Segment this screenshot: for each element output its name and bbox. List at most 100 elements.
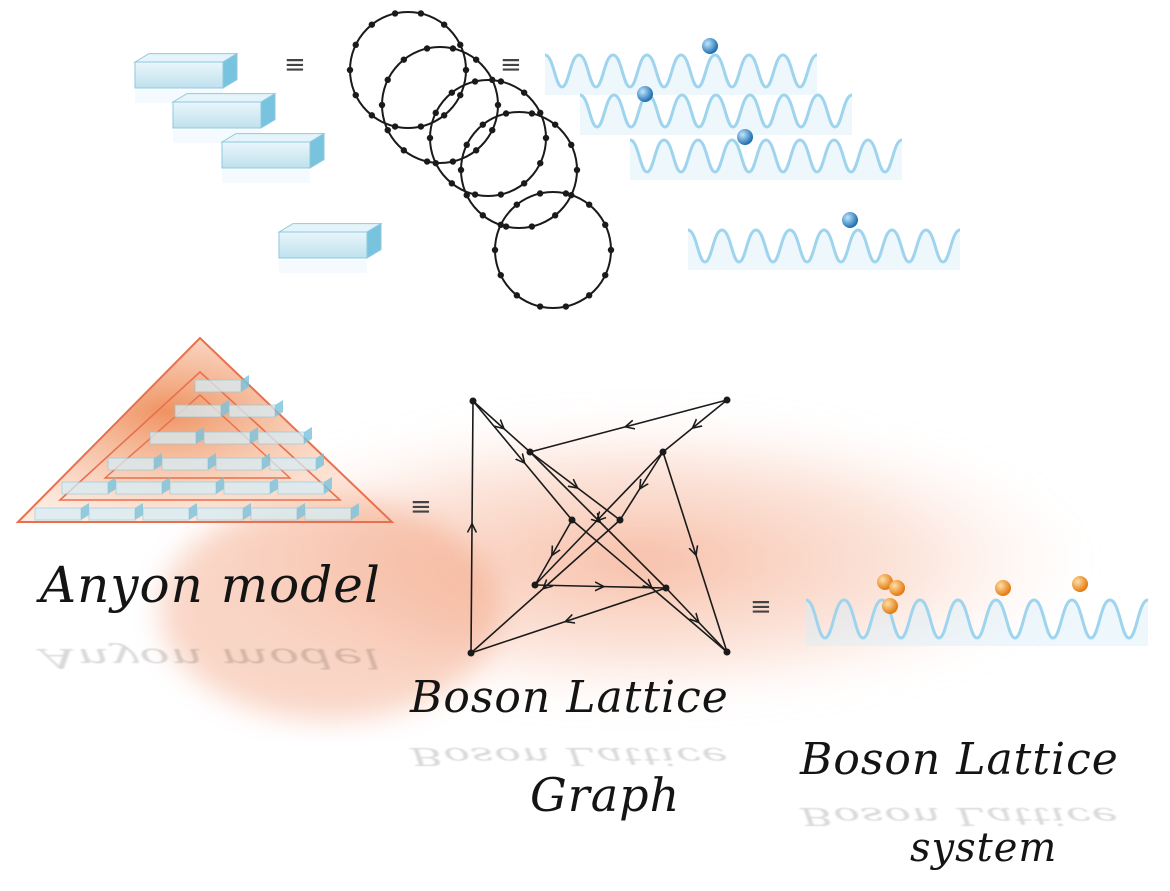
tri-block [116, 482, 162, 494]
graph-node [617, 517, 624, 524]
anyon-model-label-reflection: Anyon model [40, 645, 381, 673]
ice-block-4 [279, 224, 381, 273]
tri-block [204, 432, 250, 444]
loop-site [473, 56, 479, 62]
block-front [173, 102, 261, 128]
ice-block-stack [135, 54, 381, 273]
tri-block [162, 458, 208, 470]
tri-block [216, 458, 262, 470]
boson-loop-1 [347, 10, 469, 129]
tri-block [270, 458, 316, 470]
blue-boson [737, 129, 753, 145]
loop-site [464, 192, 470, 198]
tri-block [62, 482, 108, 494]
loop-site [574, 167, 580, 173]
loop-site [552, 121, 558, 127]
block-top [135, 54, 237, 62]
loop-site [489, 127, 495, 133]
loop-site [521, 180, 527, 186]
loop-site [514, 292, 520, 298]
loop-site [433, 110, 439, 116]
loop-site [385, 127, 391, 133]
block-top [222, 134, 324, 142]
loop-site [529, 223, 535, 229]
loop-site [563, 190, 569, 196]
block-reflection [222, 170, 310, 183]
tri-block [258, 432, 304, 444]
loop-site [543, 135, 549, 141]
loop-site [552, 212, 558, 218]
boson-lattice-graph-label-line2: Graph [530, 772, 680, 818]
graph-node [724, 397, 731, 404]
loop-site [586, 292, 592, 298]
equiv-symbol-bottom-2: ≡ [750, 594, 772, 620]
blue-boson [637, 86, 653, 102]
tri-block [35, 508, 81, 520]
loop-ring [495, 192, 611, 308]
loop-site [563, 303, 569, 309]
loop-site [458, 167, 464, 173]
anyon-triangle [18, 338, 392, 522]
loop-site [537, 190, 543, 196]
graph-node [660, 449, 667, 456]
tri-block-side [275, 400, 283, 417]
anyon-model-label: Anyon model [40, 560, 381, 610]
tri-block [197, 508, 243, 520]
graph-node [532, 582, 539, 589]
graph-node [470, 398, 477, 405]
well-row-4 [688, 212, 960, 270]
tri-block [229, 405, 275, 417]
loop-site [427, 135, 433, 141]
loop-site [401, 56, 407, 62]
loop-site [537, 160, 543, 166]
potential-well-rows [545, 38, 960, 270]
tri-block [143, 508, 189, 520]
loop-site [514, 201, 520, 207]
tri-block [108, 458, 154, 470]
loop-site [492, 247, 498, 253]
block-reflection [279, 260, 367, 273]
loop-site [424, 45, 430, 51]
tri-block [89, 508, 135, 520]
loop-site [463, 67, 469, 73]
loop-ring [350, 12, 466, 128]
equiv-symbol-top-1: ≡ [284, 52, 306, 78]
loop-site [449, 180, 455, 186]
orange-boson [995, 580, 1011, 596]
boson-lattice-graph-label-line1: Boson Lattice [410, 676, 729, 720]
block-top [173, 94, 275, 102]
loop-site [450, 158, 456, 164]
block-front [222, 142, 310, 168]
orange-boson [1072, 576, 1088, 592]
loop-site [433, 160, 439, 166]
graph-node [468, 650, 475, 657]
loop-site [480, 212, 486, 218]
orange-boson [889, 580, 905, 596]
loop-site [449, 89, 455, 95]
equiv-symbol-bottom-1: ≡ [410, 494, 432, 520]
loop-site [353, 92, 359, 98]
well-row-3 [630, 129, 902, 180]
loop-site [418, 123, 424, 129]
loop-site [503, 110, 509, 116]
loop-site [498, 222, 504, 228]
tri-block-side [304, 427, 312, 444]
block-top [279, 224, 381, 232]
boson-loop-4 [458, 110, 580, 229]
loop-site [441, 112, 447, 118]
loop-site [457, 42, 463, 48]
loop-site [347, 67, 353, 73]
loop-site [472, 78, 478, 84]
blue-boson [842, 212, 858, 228]
boson-lattice-system-label-line2: system [910, 828, 1057, 868]
well-row-1 [545, 38, 817, 95]
loop-site [480, 121, 486, 127]
orange-boson [882, 598, 898, 614]
tri-block [224, 482, 270, 494]
loop-site [472, 191, 478, 197]
loop-site [369, 21, 375, 27]
tri-block [195, 380, 241, 392]
blue-boson [702, 38, 718, 54]
loop-site [521, 89, 527, 95]
loop-site [498, 191, 504, 197]
